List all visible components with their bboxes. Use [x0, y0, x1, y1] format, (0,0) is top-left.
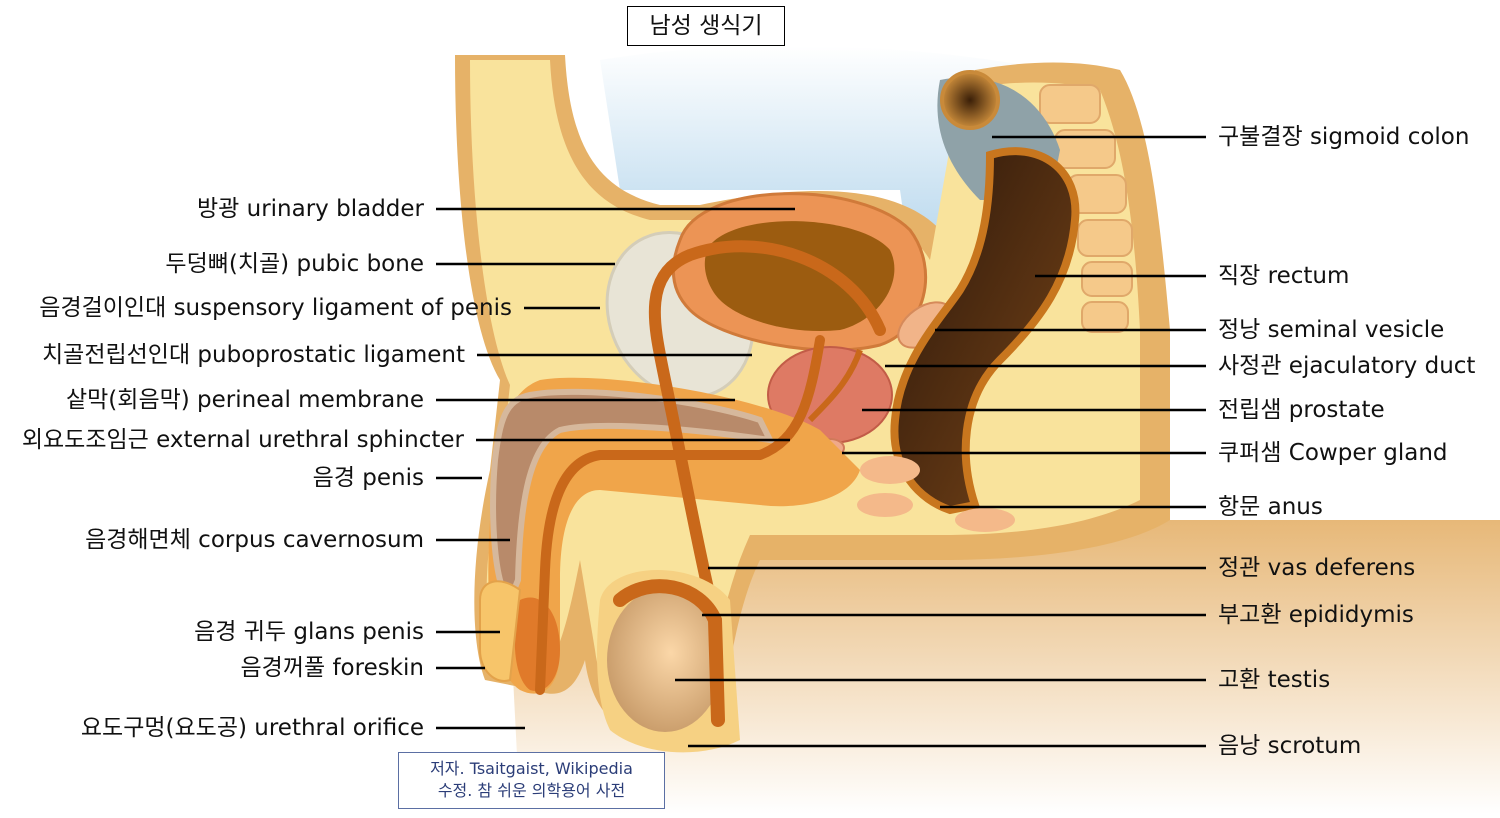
- label-right-2: 정낭 seminal vesicle: [1218, 317, 1445, 343]
- label-right-7: 정관 vas deferens: [1218, 555, 1416, 581]
- perineal-muscles: [857, 456, 1015, 532]
- leader-lines: [436, 135, 1206, 748]
- label-left-2: 음경걸이인대 suspensory ligament of penis: [39, 295, 512, 321]
- diagram-title: 남성 생식기: [649, 13, 763, 39]
- sigmoid-colon-lumen: [940, 70, 1000, 130]
- label-left-7: 음경해면체 corpus cavernosum: [85, 527, 424, 553]
- credit-box: 저자. Tsaitgaist, Wikipedia 수정. 참 쉬운 의학용어 …: [398, 752, 665, 809]
- thigh-shadow: [505, 520, 1500, 814]
- ejaculatory-duct: [807, 349, 863, 423]
- corpus-cavernosum: [490, 388, 776, 605]
- urethra: [535, 335, 825, 695]
- label-right-10: 음낭 scrotum: [1218, 733, 1362, 759]
- label-left-0: 방광 urinary bladder: [197, 196, 424, 222]
- label-left-1: 두덩뼈(치골) pubic bone: [165, 251, 424, 277]
- label-left-6: 음경 penis: [312, 465, 424, 491]
- label-right-5: 쿠퍼샘 Cowper gland: [1218, 440, 1448, 466]
- testis: [607, 588, 723, 732]
- label-left-5: 외요도조임근 external urethral sphincter: [21, 427, 464, 453]
- vas-deferens: [648, 240, 886, 646]
- label-right-8: 부고환 epididymis: [1218, 602, 1414, 628]
- label-left-9: 음경꺼풀 foreskin: [240, 655, 425, 681]
- label-left-8: 음경 귀두 glans penis: [194, 619, 424, 645]
- credit-author: 저자. Tsaitgaist, Wikipedia: [430, 759, 633, 778]
- credit-modified: 수정. 참 쉬운 의학용어 사전: [437, 781, 626, 800]
- label-right-4: 전립샘 prostate: [1218, 397, 1385, 423]
- label-right-0: 구불결장 sigmoid colon: [1218, 124, 1470, 150]
- label-left-10: 요도구멍(요도공) urethral orifice: [80, 715, 424, 741]
- spine: [1039, 84, 1133, 333]
- label-left-3: 치골전립선인대 puboprostatic ligament: [42, 342, 465, 368]
- label-left-4: 샅막(회음막) perineal membrane: [65, 387, 424, 413]
- label-right-9: 고환 testis: [1218, 667, 1331, 693]
- label-right-1: 직장 rectum: [1218, 263, 1350, 289]
- label-right-6: 항문 anus: [1218, 494, 1323, 520]
- title-box: 남성 생식기: [627, 6, 785, 46]
- label-right-3: 사정관 ejaculatory duct: [1218, 353, 1476, 379]
